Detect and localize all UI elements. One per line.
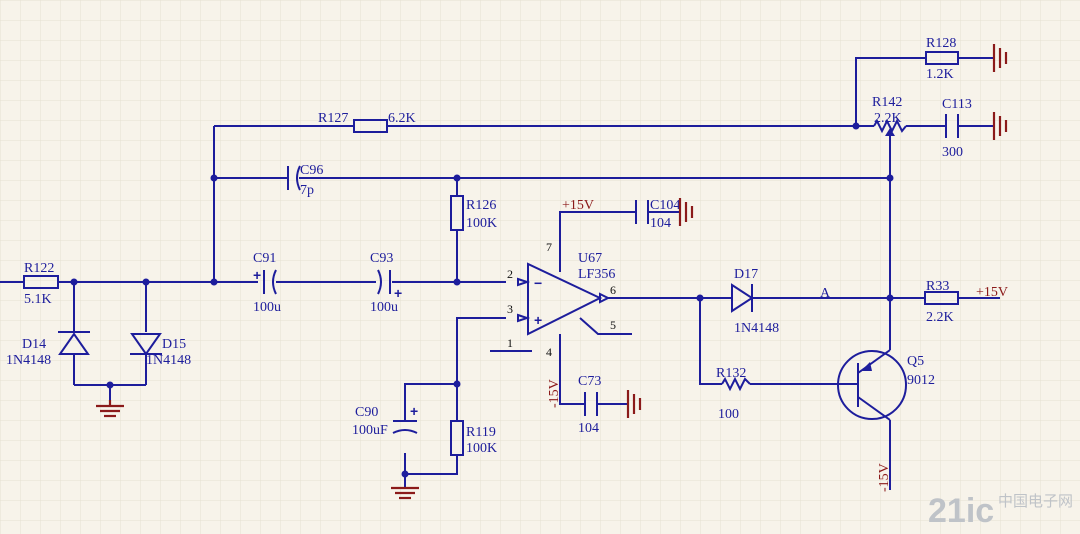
resistor-r33: R33 2.2K	[924, 279, 959, 325]
ground-c113	[992, 112, 1008, 140]
diode-d17: D17 1N4148	[731, 267, 779, 336]
capacitor-c73: C73 104	[578, 374, 601, 436]
r119-ref: R119	[466, 425, 496, 440]
power-minus15-q5: -15V	[877, 463, 892, 492]
ground-r128	[992, 44, 1008, 72]
watermark-logo: 21ic	[928, 492, 994, 530]
u67-value: LF356	[578, 267, 615, 282]
power-plus15-right: +15V	[976, 285, 1008, 300]
d17-value: 1N4148	[734, 321, 779, 336]
resistor-r126: R126 100K	[450, 195, 497, 231]
ground-diodes	[96, 400, 124, 418]
pin-3: 3	[507, 302, 513, 316]
pin-5: 5	[610, 318, 616, 332]
watermark-site: 中国电子网	[998, 493, 1073, 510]
ground-c73	[626, 390, 642, 418]
c113-value: 300	[942, 145, 963, 160]
power-minus15-opamp: -15V	[547, 379, 562, 408]
pin-2: 2	[507, 267, 513, 281]
opamp-plus-symbol: +	[534, 312, 542, 328]
wire-noninv-input	[404, 317, 506, 488]
capacitor-c91: + C91 100u	[253, 251, 281, 315]
c90-value: 100uF	[352, 423, 388, 438]
r127-ref: R127	[318, 111, 348, 126]
diode-d14: D14 1N4148	[6, 331, 90, 368]
resistor-r128: R128 1.2K	[925, 36, 959, 82]
junctions	[70, 122, 894, 478]
c90-ref: C90	[355, 405, 378, 420]
c96-value: 7p	[300, 183, 314, 198]
c91-polarity: +	[253, 267, 261, 283]
pin-4: 4	[546, 345, 552, 359]
c93-value: 100u	[370, 300, 398, 315]
diode-d15: D15 1N4148	[130, 333, 191, 368]
pin-1: 1	[507, 336, 513, 350]
r122-value: 5.1K	[24, 292, 52, 307]
q5-ref: Q5	[907, 354, 924, 369]
r142-value: 2.2K	[874, 111, 902, 126]
d15-ref: D15	[162, 337, 186, 352]
u67-ref: U67	[578, 251, 602, 266]
q5-value: 9012	[907, 373, 935, 388]
watermark: 21ic 中国电子网	[928, 492, 1073, 530]
net-label-a: A	[820, 286, 831, 301]
opamp-u67: − + U67 LF356 2 3 1 7 4 6 5	[507, 240, 616, 359]
wire-feedback-left	[213, 125, 890, 282]
wire-pin5	[579, 317, 632, 335]
c91-ref: C91	[253, 251, 276, 266]
ground-c90	[391, 486, 419, 500]
r128-ref: R128	[926, 36, 956, 51]
capacitor-c93: + C93 100u	[370, 251, 402, 315]
potentiometer-r142: R142 2.2K	[872, 95, 907, 138]
r33-value: 2.2K	[926, 310, 954, 325]
capacitor-c90: + C90 100uF	[352, 403, 418, 438]
r132-value: 100	[718, 407, 739, 422]
c113-ref: C113	[942, 97, 972, 112]
transistor-q5: Q5 9012	[837, 349, 935, 421]
c93-polarity: +	[394, 285, 402, 301]
pin-6: 6	[610, 283, 616, 297]
wire-supply	[559, 211, 680, 405]
ground-c104	[678, 198, 694, 226]
c73-value: 104	[578, 421, 599, 436]
r142-ref: R142	[872, 95, 902, 110]
r127-value: 6.2K	[388, 111, 416, 126]
r128-value: 1.2K	[926, 67, 954, 82]
r132-ref: R132	[716, 366, 746, 381]
resistor-r122: R122 5.1K	[23, 261, 59, 307]
d14-ref: D14	[22, 337, 46, 352]
power-plus15-top: +15V	[562, 198, 594, 213]
c73-ref: C73	[578, 374, 601, 389]
c96-ref: C96	[300, 163, 323, 178]
c104-ref: C104	[650, 198, 680, 213]
capacitor-c96: C96 7p	[287, 163, 323, 198]
r122-ref: R122	[24, 261, 54, 276]
c93-ref: C93	[370, 251, 393, 266]
c104-value: 104	[650, 216, 671, 231]
wire-r132	[699, 298, 842, 385]
resistor-r132: R132 100	[716, 366, 751, 422]
r119-value: 100K	[466, 441, 497, 456]
pin-7: 7	[546, 240, 552, 254]
d14-value: 1N4148	[6, 353, 51, 368]
capacitor-c113: C113 300	[942, 97, 972, 160]
c90-polarity: +	[410, 403, 418, 419]
opamp-minus-symbol: −	[534, 275, 542, 291]
wire-diode-network	[73, 282, 147, 400]
resistor-r119: R119 100K	[450, 420, 497, 456]
d17-ref: D17	[734, 267, 758, 282]
capacitor-c104: C104 104	[635, 198, 680, 231]
r33-ref: R33	[926, 279, 949, 294]
d15-value: 1N4148	[146, 353, 191, 368]
resistor-r127: R127 6.2K	[318, 111, 416, 133]
c91-value: 100u	[253, 300, 281, 315]
wire-r128	[855, 57, 994, 126]
r126-ref: R126	[466, 198, 496, 213]
r126-value: 100K	[466, 216, 497, 231]
